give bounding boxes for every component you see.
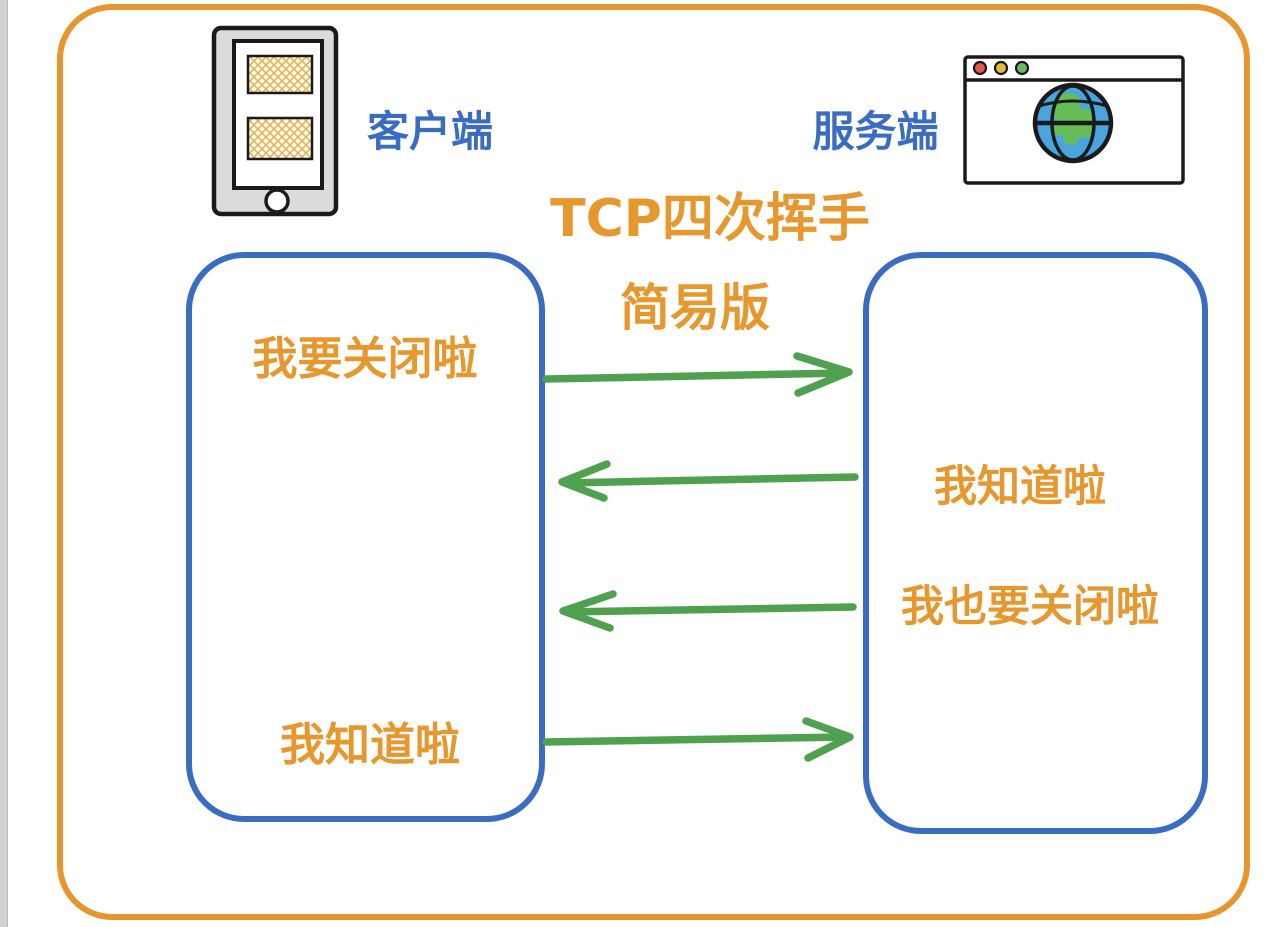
- client-label: 客户端: [366, 107, 493, 156]
- globe-icon: [1032, 82, 1114, 164]
- server-lifeline-box: [863, 252, 1208, 834]
- smartphone-icon: [210, 25, 340, 221]
- browser-dot-green: [1014, 60, 1030, 76]
- browser-globe-icon: [963, 55, 1185, 189]
- message-4-label: 我知道啦: [279, 718, 460, 771]
- browser-dot-red: [972, 60, 988, 76]
- window-edge-strip: [0, 0, 8, 927]
- diagram-title-line1: TCP四次挥手: [550, 189, 870, 249]
- browser-dot-yellow: [993, 60, 1009, 76]
- message-2-label: 我知道啦: [934, 462, 1106, 512]
- diagram-outer-frame: [57, 4, 1250, 920]
- message-1-label: 我要关闭啦: [252, 332, 478, 385]
- message-3-label: 我也要关闭啦: [901, 582, 1159, 632]
- client-lifeline-box: [186, 252, 545, 822]
- server-label: 服务端: [812, 107, 939, 156]
- diagram-title-line2: 简易版: [620, 279, 770, 337]
